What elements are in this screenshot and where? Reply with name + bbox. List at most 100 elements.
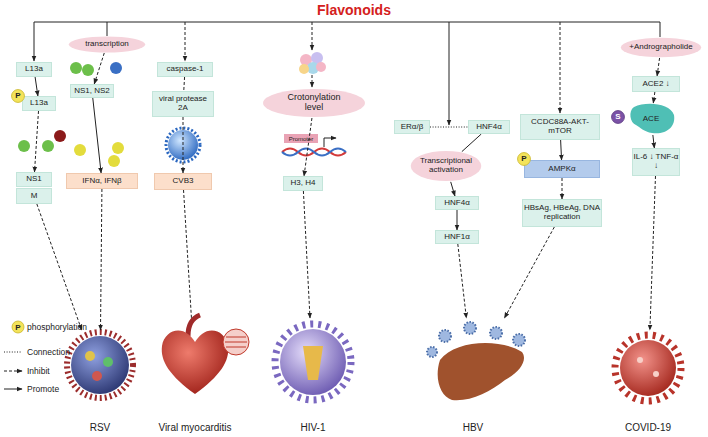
promote-arrow bbox=[560, 140, 562, 160]
process-box: HNF4α bbox=[468, 120, 510, 134]
inhibit-arrow bbox=[94, 53, 104, 84]
dna-helix bbox=[282, 134, 346, 156]
promote-arrow bbox=[462, 134, 481, 152]
process-ellipse-fill bbox=[263, 89, 365, 117]
drop-line bbox=[34, 22, 35, 61]
process-box: ACE2 ↓ bbox=[632, 76, 680, 92]
outcome-box: IFNα, IFNβ bbox=[66, 173, 138, 189]
promote-sample bbox=[4, 389, 22, 390]
node-label: Crotonylation level bbox=[284, 93, 344, 113]
node-label: NS1, NS2 bbox=[74, 87, 110, 96]
process-box: caspase-1 bbox=[157, 62, 213, 77]
node-label: HNF4α bbox=[476, 123, 502, 132]
receptor-shape: ACE bbox=[626, 103, 676, 135]
node-label: CVB3 bbox=[173, 177, 194, 186]
protein-dot bbox=[108, 155, 120, 167]
process-box: H3, H4 bbox=[283, 176, 323, 191]
node-label: S bbox=[615, 113, 620, 122]
node-label: IL-6 ↓ TNF-α ↓ bbox=[633, 153, 679, 171]
process-box: L13a bbox=[16, 62, 52, 77]
p300-blob bbox=[299, 52, 326, 74]
node-label: Transcriptional activation bbox=[416, 157, 476, 175]
dna-strand bbox=[282, 149, 346, 156]
node-label: HNF4α bbox=[444, 199, 470, 208]
legend-label: phosphorylation bbox=[27, 321, 87, 333]
pathogen-illustration: RSV bbox=[65, 330, 135, 433]
pathogen-illustration: COVID-19 bbox=[608, 330, 688, 433]
process-ellipse: transcription bbox=[68, 36, 146, 53]
diagram-title: Flavonoids bbox=[0, 2, 708, 18]
node-label: NS1 bbox=[26, 175, 42, 184]
inhibit-arrow bbox=[303, 191, 310, 318]
process-box: HBsAg, HBeAg, DNA replication bbox=[522, 199, 602, 227]
promoter-arrow bbox=[324, 138, 336, 147]
spike-protein-circle-fill bbox=[612, 111, 625, 124]
pathogen-illustration: HBV bbox=[418, 318, 528, 433]
inhibit-arrow bbox=[183, 77, 185, 91]
virus-body bbox=[280, 329, 346, 395]
pathogen-label: HBV bbox=[463, 422, 484, 433]
rsv-virus bbox=[67, 332, 133, 398]
process-box: NS1, NS2 bbox=[70, 84, 114, 98]
virus-body bbox=[620, 340, 676, 396]
protein-dot bbox=[110, 62, 122, 74]
inhibit-sample bbox=[4, 371, 22, 372]
process-box: NS1 bbox=[16, 172, 52, 187]
hiv-virus bbox=[275, 324, 351, 400]
inhibit-arrow bbox=[653, 92, 655, 103]
promoter-label: Promoter bbox=[284, 134, 318, 143]
pathogen-illustration: HIV-1 bbox=[268, 318, 358, 433]
inhibit-arrow bbox=[304, 118, 312, 176]
p300-link bbox=[312, 75, 313, 87]
virus-core bbox=[92, 371, 102, 381]
legend-label: Connection bbox=[27, 346, 70, 358]
virus-body bbox=[71, 336, 129, 394]
node-label: transcription bbox=[85, 40, 129, 49]
process-ellipse-fill bbox=[621, 38, 701, 58]
protein-dot bbox=[70, 62, 82, 74]
pathogen-label: RSV bbox=[90, 422, 111, 433]
process-ellipse: +Andrographolide bbox=[620, 37, 702, 58]
promote-arrow bbox=[35, 77, 38, 96]
node-label: CCDC88A-AKT-mTOR bbox=[521, 118, 599, 136]
connection-sample bbox=[4, 352, 22, 353]
node-label: +Andrographolide bbox=[629, 43, 692, 52]
protein-dot bbox=[18, 140, 30, 152]
process-box: ERα/β bbox=[394, 120, 430, 134]
drop-line bbox=[185, 22, 186, 61]
flow-bar bbox=[34, 22, 660, 125]
virus-core bbox=[103, 357, 113, 367]
virus-core bbox=[85, 351, 95, 361]
node-label: HBsAg, HBeAg, DNA replication bbox=[523, 204, 601, 222]
virus-capsid bbox=[303, 346, 323, 380]
blob-part bbox=[316, 62, 326, 72]
inhibit-arrow bbox=[458, 244, 467, 318]
drop-line bbox=[560, 22, 561, 113]
node-label: HNF1α bbox=[444, 233, 470, 242]
outcome-box: CVB3 bbox=[154, 173, 212, 190]
process-ellipse: Crotonylation level bbox=[262, 88, 366, 118]
process-box: HNF4α bbox=[435, 196, 479, 210]
heart bbox=[162, 315, 249, 394]
dna-strand bbox=[282, 149, 346, 156]
promoter-tag bbox=[284, 134, 318, 143]
inhibit-arrow bbox=[34, 111, 38, 172]
hbv-particle bbox=[513, 334, 525, 346]
pathogen-label: COVID-19 bbox=[625, 422, 671, 433]
legend-samples bbox=[4, 321, 24, 389]
node-label: ACE2 ↓ bbox=[642, 80, 669, 89]
hbv-particle bbox=[439, 330, 451, 342]
hbv-particle bbox=[464, 322, 476, 334]
inhibit-arrow bbox=[562, 178, 563, 199]
protein-dot bbox=[54, 130, 66, 142]
heart-body bbox=[162, 330, 228, 394]
process-box: CCDC88A-AKT-mTOR bbox=[520, 114, 600, 140]
promote-arrow bbox=[451, 182, 455, 196]
liver bbox=[438, 343, 524, 400]
virus-spikes bbox=[275, 324, 351, 400]
node-label: P bbox=[521, 155, 526, 164]
node-label: viral protease 2A bbox=[153, 95, 213, 113]
phosphorylation-symbol: P bbox=[11, 89, 25, 103]
process-ellipse: Transcriptional activation bbox=[410, 150, 482, 182]
